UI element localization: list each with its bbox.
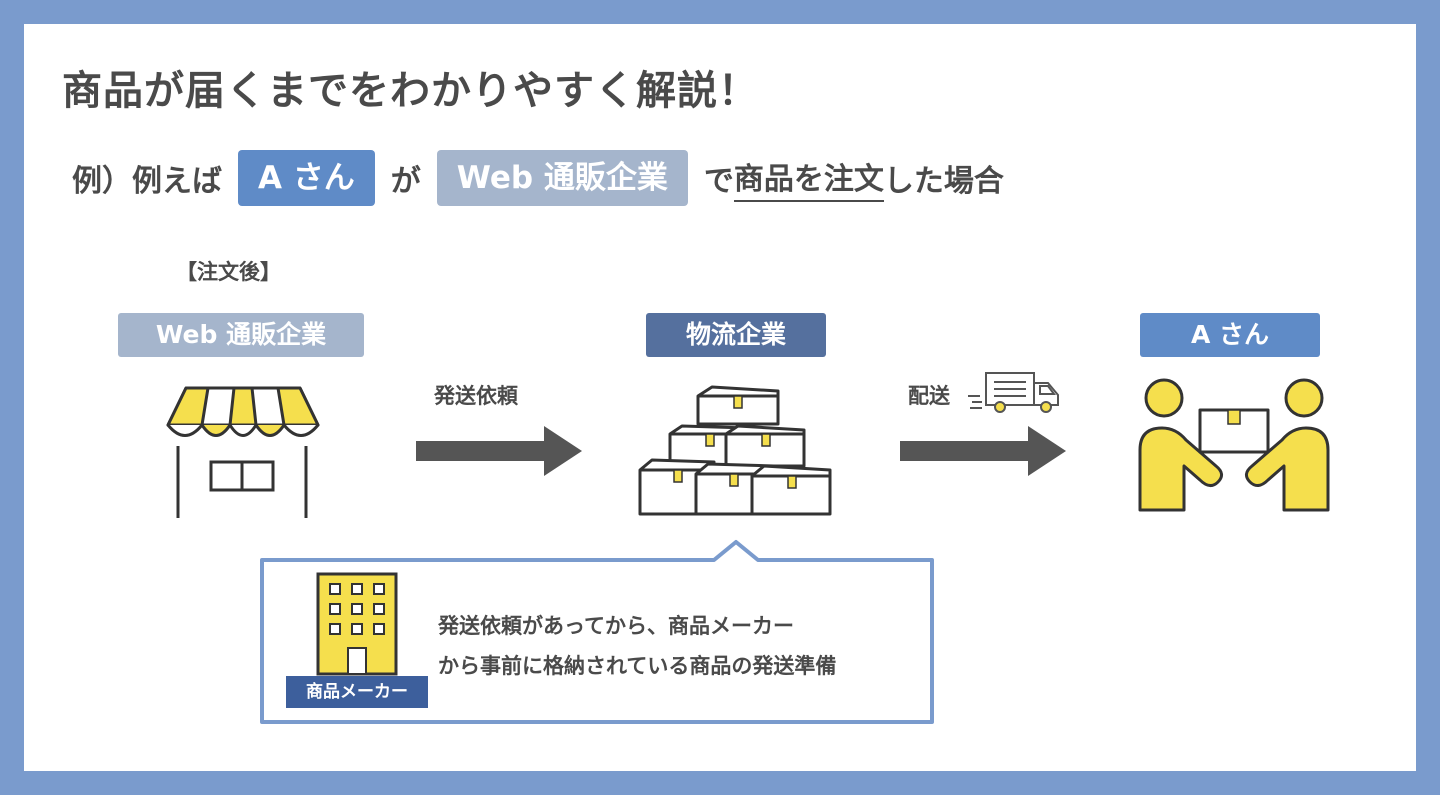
node-label-web-company: Web 通販企業: [118, 313, 364, 357]
after-order-label: 【注文後】: [176, 260, 281, 284]
callout-line-2: から事前に格納されている商品の発送準備: [438, 654, 837, 678]
node-label-logistics: 物流企業: [646, 313, 826, 357]
arrow-right-icon: [416, 426, 582, 476]
example-suffix: した場合: [883, 164, 1004, 199]
example-sentence: 例）例えば A さん が Web 通販企業 で 商品を注文 した場合: [72, 150, 1004, 206]
maker-label: 商品メーカー: [286, 676, 428, 708]
node-label-customer: A さん: [1140, 313, 1320, 357]
particle-de: で: [703, 164, 734, 199]
callout-box: [260, 540, 934, 724]
particle-ga: が: [390, 164, 421, 199]
customer-chip: A さん: [238, 150, 375, 206]
step-delivery: 配送: [908, 384, 950, 408]
truck-icon: [968, 372, 1059, 413]
example-prefix: 例）例えば: [72, 164, 222, 199]
arrow-right-icon-2: [900, 426, 1066, 476]
store-icon: [166, 386, 320, 518]
building-icon: [316, 572, 398, 676]
callout-text: 発送依頼があってから、商品メーカー から事前に格納されている商品の発送準備: [438, 606, 836, 686]
callout-line-1: 発送依頼があってから、商品メーカー: [438, 614, 794, 638]
step-shipping-request: 発送依頼: [434, 384, 518, 408]
page-title: 商品が届くまでをわかりやすく解説！: [62, 68, 759, 114]
handover-icon: [1138, 378, 1330, 512]
order-action-text: 商品を注文: [733, 154, 884, 202]
company-chip: Web 通販企業: [436, 150, 688, 206]
boxes-icon: [638, 385, 832, 516]
